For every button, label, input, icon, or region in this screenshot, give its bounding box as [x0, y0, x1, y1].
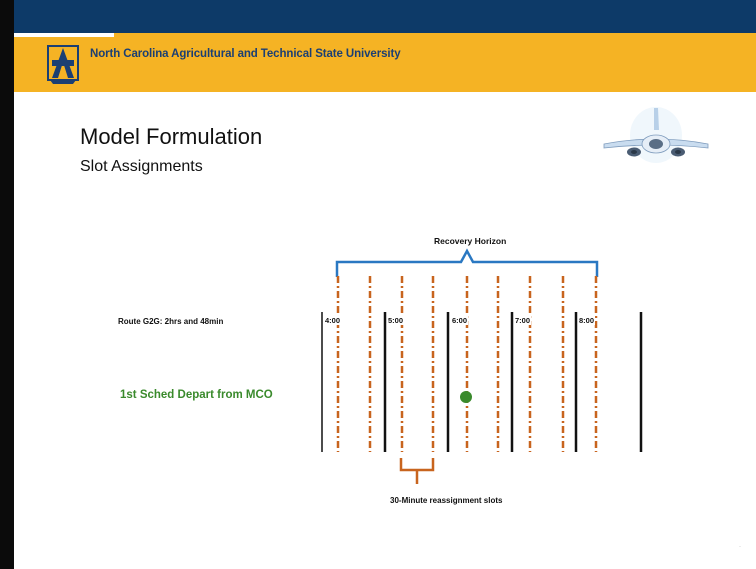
hour-label: 5:00	[387, 316, 405, 325]
hour-label: 7:00	[514, 316, 532, 325]
reassignment-slot-bracket	[399, 458, 435, 484]
reassignment-slots-label: 30-Minute reassignment slots	[390, 496, 503, 505]
hour-label: 6:00	[451, 316, 469, 325]
banner-tab	[14, 33, 114, 37]
route-label: Route G2G: 2hrs and 48min	[118, 317, 224, 326]
left-frame-border	[0, 0, 14, 569]
first-departure-label: 1st Sched Depart from MCO	[120, 389, 273, 401]
university-banner	[14, 33, 756, 92]
slide-subtitle: Slot Assignments	[80, 158, 203, 175]
hour-label: 8:00	[578, 316, 596, 325]
recovery-horizon-bracket	[335, 248, 599, 277]
airplane-icon	[603, 107, 709, 163]
hour-label: 4:00	[324, 316, 342, 325]
recovery-horizon-label: Recovery Horizon	[434, 236, 507, 246]
top-bar	[0, 0, 756, 33]
departure-marker	[460, 391, 472, 403]
aggie-logo-icon	[47, 45, 79, 84]
page-mark: ·	[739, 544, 741, 550]
university-name: North Carolina Agricultural and Technica…	[90, 48, 401, 60]
slide-title: Model Formulation	[80, 124, 263, 149]
